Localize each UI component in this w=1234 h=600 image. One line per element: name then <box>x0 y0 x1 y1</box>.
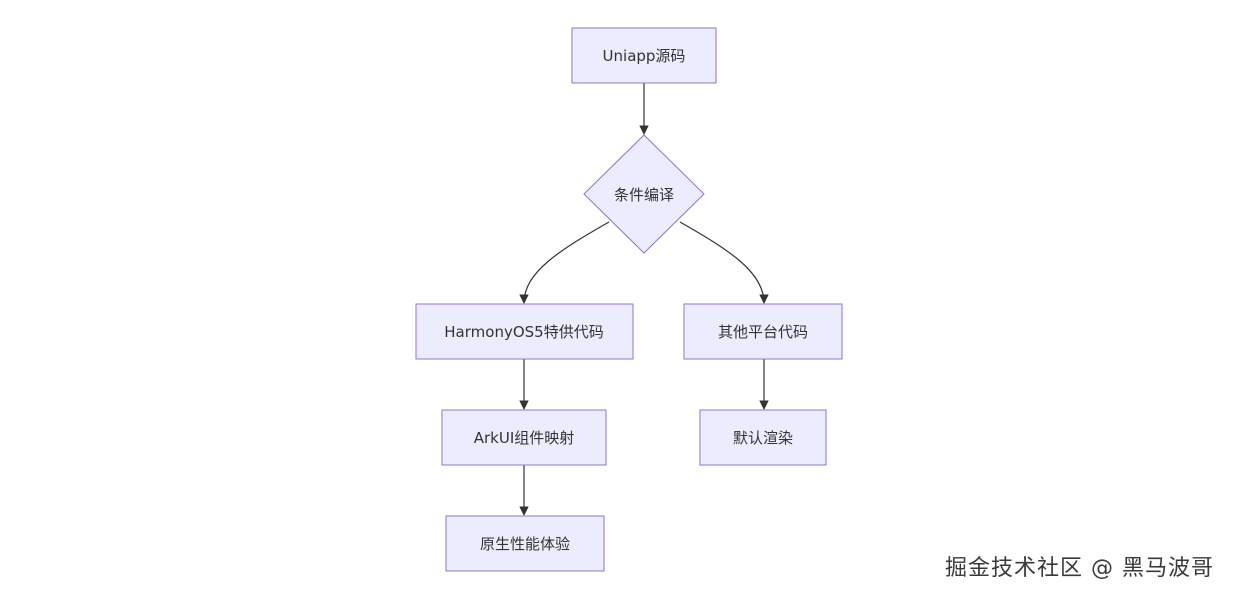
edges <box>519 83 769 516</box>
node-source: Uniapp源码 <box>571 27 717 84</box>
node-other-label: 其他平台代码 <box>718 323 808 341</box>
node-native: 原生性能体验 <box>445 515 605 572</box>
node-harmony: HarmonyOS5特供代码 <box>415 303 634 360</box>
node-condition: 条件编译 <box>583 134 705 254</box>
node-other: 其他平台代码 <box>683 303 843 360</box>
watermark: 掘金技术社区 @ 黑马波哥 <box>945 556 1214 581</box>
node-arkui-label: ArkUI组件映射 <box>474 429 575 447</box>
node-source-label: Uniapp源码 <box>603 47 686 65</box>
edge-condition-to-harmony <box>519 221 610 304</box>
node-native-label: 原生性能体验 <box>480 535 570 553</box>
node-harmony-label: HarmonyOS5特供代码 <box>444 323 603 341</box>
node-arkui: ArkUI组件映射 <box>441 409 607 466</box>
node-default-render-label: 默认渲染 <box>733 429 793 447</box>
node-condition-label: 条件编译 <box>614 186 674 204</box>
node-default-render: 默认渲染 <box>699 409 827 466</box>
edge-condition-to-other <box>679 221 769 304</box>
